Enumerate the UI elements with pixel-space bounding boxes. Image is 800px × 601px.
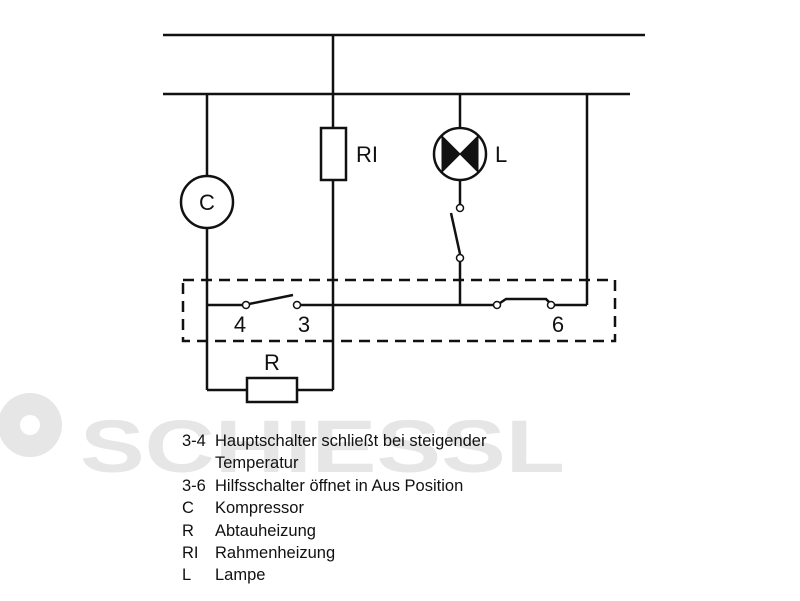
thermostat-housing bbox=[181, 278, 617, 343]
legend-text: Rahmenheizung bbox=[215, 544, 336, 563]
terminal-6-label: 6 bbox=[552, 312, 564, 337]
legend-key: L bbox=[182, 566, 192, 585]
legend-row: 3-6 Hilfsschalter öffnet in Aus Position bbox=[182, 475, 486, 497]
terminal-4-label: 4 bbox=[234, 312, 246, 337]
legend-key: RI bbox=[182, 544, 199, 563]
aux-switch-blade bbox=[499, 297, 551, 305]
legend-key: 3-6 bbox=[182, 476, 206, 495]
compressor-label: C bbox=[199, 190, 215, 215]
circuit bbox=[163, 33, 645, 404]
watermark-logo: SCHIESSL bbox=[0, 393, 565, 488]
legend-text: Abtauheizung bbox=[215, 521, 316, 540]
legend-text: Temperatur bbox=[215, 454, 299, 473]
legend-row: C Kompressor bbox=[182, 497, 486, 519]
legend-row: Temperatur bbox=[182, 452, 486, 474]
watermark-text: SCHIESSL bbox=[80, 405, 565, 488]
defrost-heater-label: R bbox=[264, 350, 280, 375]
legend-text: Hauptschalter schließt bei steigender bbox=[215, 432, 487, 450]
aux-switch-contact-left bbox=[492, 300, 502, 310]
frame-heater-resistor bbox=[319, 126, 348, 182]
legend-row: 3-4 Hauptschalter schließt bei steigende… bbox=[182, 430, 486, 452]
defrost-heater-resistor bbox=[245, 376, 299, 404]
terminal-4-contact bbox=[241, 300, 251, 310]
legend-row: L Lampe bbox=[182, 564, 486, 586]
legend-text: Lampe bbox=[215, 566, 266, 585]
legend-key bbox=[182, 452, 215, 474]
main-switch-blade bbox=[248, 293, 294, 306]
terminal-6-contact bbox=[546, 300, 556, 310]
legend-key: R bbox=[182, 521, 194, 540]
lamp-label: L bbox=[495, 142, 507, 167]
frame-heater-label: RI bbox=[356, 142, 378, 167]
legend-row: RI Rahmenheizung bbox=[182, 542, 486, 564]
legend-row: R Abtauheizung bbox=[182, 520, 486, 542]
legend-text: Kompressor bbox=[215, 499, 304, 518]
legend-key: 3-4 bbox=[182, 432, 206, 450]
door-switch-contact-bottom bbox=[455, 253, 465, 263]
legend-key: C bbox=[182, 499, 194, 518]
terminal-3-label: 3 bbox=[298, 312, 310, 337]
compressor-symbol bbox=[179, 174, 235, 230]
legend-text: Hilfsschalter öffnet in Aus Position bbox=[215, 476, 464, 495]
legend: 3-4 Hauptschalter schließt bei steigende… bbox=[182, 430, 486, 587]
door-switch-contact-top bbox=[455, 203, 465, 213]
door-switch-blade bbox=[449, 212, 462, 255]
lamp-icon bbox=[432, 126, 488, 182]
terminal-3-contact bbox=[292, 300, 302, 310]
